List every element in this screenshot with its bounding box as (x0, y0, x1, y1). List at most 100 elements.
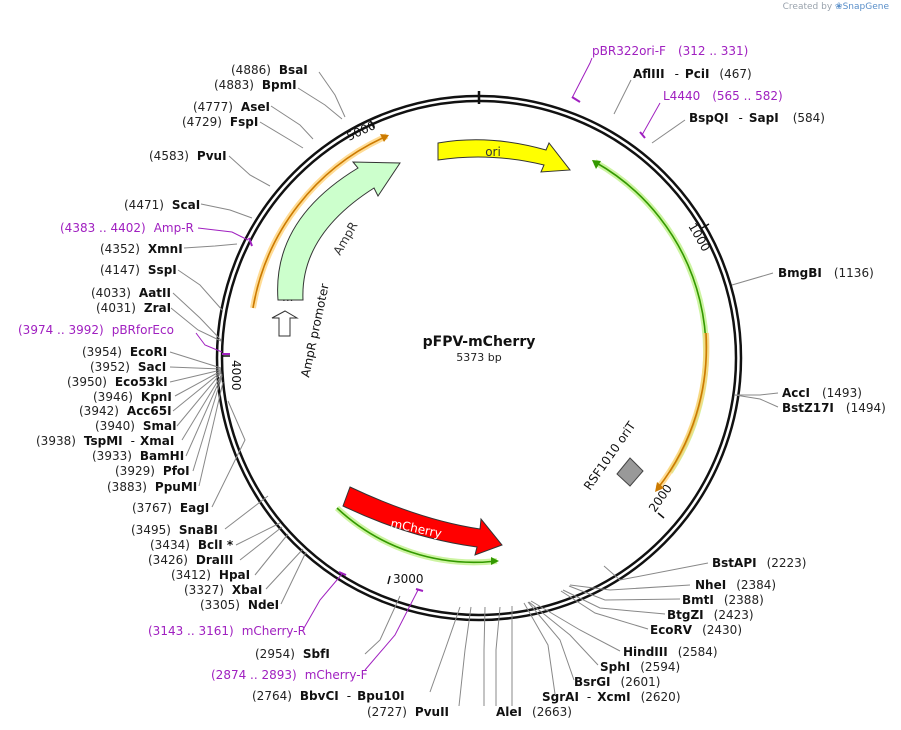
site-eagi-pos: (3767) (132, 501, 172, 515)
site-bpmi-pos: (4883) (214, 78, 254, 92)
plasmid-size: 5373 bp (456, 351, 501, 364)
site-leader-afliii (613, 79, 632, 115)
site-draiii-name: DraIII (196, 553, 233, 567)
site-leader-draiii (239, 526, 283, 561)
primer-mcherry-f-range: (2874 .. 2893) (211, 668, 297, 682)
site-zrai-name: ZraI (144, 301, 171, 315)
site-leader-fspi (259, 121, 304, 149)
site-acc65i: (3942)Acc65I (79, 404, 172, 418)
site-hindiii-name: HindIII (623, 645, 668, 659)
site-smai-pos: (3940) (95, 419, 135, 433)
ampr-promoter-feature (271, 310, 299, 337)
credit-brand: SnapGene (842, 2, 889, 12)
site-xmai-name: XmaI (140, 434, 174, 448)
site-leader-bstapi (603, 562, 709, 581)
primer-mcherry-f: (2874 .. 2893)mCherry-F (211, 668, 368, 682)
site-eco53ki: (3950)Eco53kI (67, 375, 168, 389)
site-asei-pos: (4777) (193, 100, 233, 114)
site-leader-bsrgi (527, 601, 575, 681)
site-leader-bstz17i (734, 394, 779, 408)
site-bmti: BmtI(2388) (682, 593, 764, 607)
site-leader-bbvci (429, 606, 461, 693)
site-ppumi-name: PpuMI (155, 480, 197, 494)
site-bamhi-pos: (3933) (92, 449, 132, 463)
site-leader-ecorv (560, 590, 649, 630)
primer-mcherry-r-name: mCherry-R (242, 624, 306, 638)
site-pfoi-pos: (3929) (115, 464, 155, 478)
site-leader-zrai (170, 307, 222, 342)
site-aatii-pos: (4033) (91, 286, 131, 300)
primer-pbr322ori-f-range: (312 .. 331) (678, 44, 748, 58)
site-kpni-pos: (3946) (93, 390, 133, 404)
primer-l4440: L4440(565 .. 582) (663, 89, 783, 103)
site-leader-eco53ki (169, 369, 222, 383)
site-xmni: (4352)XmnI (100, 242, 183, 256)
site-sgrai-xcmi: SgrAI-XcmI(2620) (542, 690, 681, 704)
site-bbvci-sep: - (347, 689, 351, 703)
tick-mark-5000 (369, 119, 375, 129)
site-ndei-name: NdeI (248, 598, 279, 612)
primer-mark-mcherry-r (338, 571, 347, 576)
site-bmgbi: BmgBI(1136) (778, 266, 874, 280)
site-bbvci-pos: (2764) (252, 689, 292, 703)
plasmid-name: pFPV-mCherry (423, 334, 536, 350)
site-hindiii-pos: (2584) (678, 645, 718, 659)
site-leader-bsai (318, 71, 346, 118)
site-leader-sgrai (523, 602, 556, 695)
site-sspi-name: SspI (148, 263, 177, 277)
site-pvuii-pos: (2727) (367, 705, 407, 719)
site-bspqi-name: BspQI (689, 111, 729, 125)
site-btgzi-name: BtgZI (667, 608, 704, 622)
site-bsrgi: BsrGI(2601) (574, 675, 660, 689)
site-nhei-pos: (2384) (736, 578, 776, 592)
site-bamhi-name: BamHI (140, 449, 184, 463)
site-smai-name: SmaI (143, 419, 177, 433)
primer-pbrforeco: (3974 .. 3992)pBRforEco (18, 323, 174, 337)
site-scai: (4471)ScaI (124, 198, 200, 212)
primer-pbr322ori-f: pBR322ori-F(312 .. 331) (592, 44, 748, 58)
site-bpmi: (4883)BpmI (214, 78, 297, 92)
site-saci-pos: (3952) (90, 360, 130, 374)
primer-leader-pbrforeco (195, 332, 223, 353)
site-btgzi: BtgZI (2423) (667, 608, 754, 622)
site-bbvci-name: BbvCI (300, 689, 339, 703)
ampr-promoter-dots: ... (282, 290, 293, 304)
site-leader-ppumi (198, 381, 224, 487)
primer-mcherry-r: (3143 .. 3161)mCherry-R (148, 624, 306, 638)
site-zrai: (4031) ZraI (96, 301, 171, 315)
site-leader-btgzi (562, 589, 666, 615)
site-sgrai-name: SgrAI (542, 690, 579, 704)
site-bspqi-pos: (584) (793, 111, 825, 125)
site-aatii: (4033)AatII (91, 286, 171, 300)
site-saci-name: SacI (138, 360, 166, 374)
site-bcli: (3434)BclI * (150, 538, 234, 552)
site-leader-bspqi (651, 119, 686, 144)
credit-prefix: Created by (782, 2, 833, 12)
site-bsai: (4886)BsaI (231, 63, 308, 77)
site-sgrai-sep: - (587, 690, 591, 704)
orf-arc-left-orange (252, 135, 388, 309)
site-leader-acc65i (172, 371, 222, 412)
site-ecori-name: EcoRI (130, 345, 167, 359)
site-sgrai-pos: (2620) (641, 690, 681, 704)
site-leader-ndei (280, 551, 307, 605)
site-eagi-name: EagI (180, 501, 209, 515)
primer-l4440-name: L4440 (663, 89, 700, 103)
site-ecori-pos: (3954) (82, 345, 122, 359)
primer-mark-l4440 (639, 131, 646, 139)
site-leader-xmni (183, 243, 238, 249)
site-zrai-pos: (4031) (96, 301, 136, 315)
site-ecorv-pos: (2430) (702, 623, 742, 637)
orf-glow-orange-right (655, 332, 710, 490)
site-sspi-pos: (4147) (100, 263, 140, 277)
site-acc65i-name: Acc65I (127, 404, 172, 418)
orf-arrow-right-green (592, 160, 601, 169)
site-btgzi-pos: (2423) (714, 608, 754, 622)
site-fspi: (4729)FspI (182, 115, 258, 129)
site-nhei-name: NheI (695, 578, 726, 592)
site-leader-bpmi (297, 87, 343, 120)
tick-label-1000: 1000 (685, 221, 712, 254)
orf-arc-right-orange (657, 332, 708, 489)
site-pfoi: (3929)PfoI (115, 464, 190, 478)
site-bstapi-name: BstAPI (712, 556, 757, 570)
